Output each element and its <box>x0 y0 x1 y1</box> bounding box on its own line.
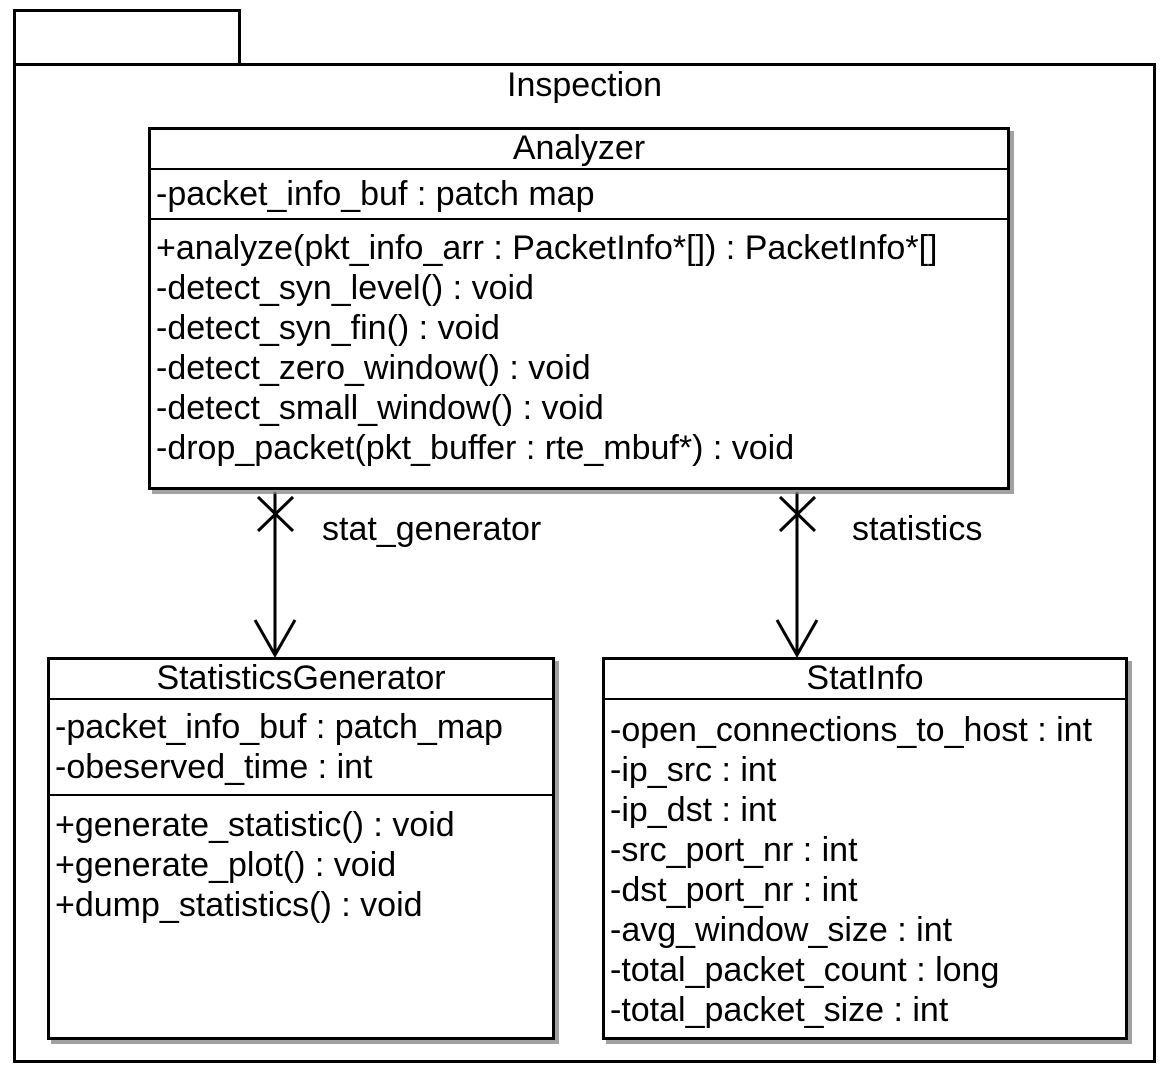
attribute-row: -open_connections_to_host : int <box>610 711 1093 749</box>
attribute-row: -src_port_nr : int <box>610 831 858 869</box>
method-row: +analyze(pkt_info_arr : PacketInfo*[]) :… <box>156 229 938 267</box>
attribute-row: -dst_port_nr : int <box>610 871 858 909</box>
class-analyzer-attributes: -packet_info_buf : patch map <box>151 170 1007 220</box>
arrowhead-icon <box>253 619 297 659</box>
attribute-row: -ip_dst : int <box>610 791 777 829</box>
method-row: -drop_packet(pkt_buffer : rte_mbuf*) : v… <box>156 429 795 467</box>
class-analyzer-name: Analyzer <box>151 130 1007 170</box>
class-statistics-generator-methods: +generate_statistic() : void +generate_p… <box>50 796 552 1037</box>
method-row: +generate_statistic() : void <box>55 806 455 844</box>
association-label-statistics: statistics <box>852 510 983 548</box>
method-row: +dump_statistics() : void <box>55 886 423 924</box>
method-row: -detect_syn_fin() : void <box>156 309 500 347</box>
x-marker-icon <box>778 495 817 533</box>
class-stat-info-name: StatInfo <box>605 660 1125 700</box>
class-statistics-generator-attributes: -packet_info_buf : patch_map -obeserved_… <box>50 700 552 796</box>
method-row: -detect_small_window() : void <box>156 389 604 427</box>
method-row: -detect_zero_window() : void <box>156 349 591 387</box>
class-stat-info-attributes: -open_connections_to_host : int -ip_src … <box>605 700 1125 1037</box>
class-stat-info: StatInfo -open_connections_to_host : int… <box>602 657 1128 1040</box>
attribute-row: -obeserved_time : int <box>55 748 373 786</box>
connector-statistics <box>775 492 819 659</box>
class-analyzer: Analyzer -packet_info_buf : patch map +a… <box>148 127 1010 490</box>
method-row: -detect_syn_level() : void <box>156 269 534 307</box>
package-title: Inspection <box>507 66 662 104</box>
x-marker-icon <box>256 495 295 533</box>
association-label-stat-generator: stat_generator <box>322 510 542 548</box>
attribute-row: -packet_info_buf : patch_map <box>55 708 503 746</box>
class-statistics-generator: StatisticsGenerator -packet_info_buf : p… <box>47 657 555 1040</box>
attribute-row: -total_packet_size : int <box>610 991 949 1029</box>
arrowhead-icon <box>775 619 819 659</box>
method-row: +generate_plot() : void <box>55 846 397 884</box>
attribute-row: -avg_window_size : int <box>610 911 953 949</box>
attribute-row: -packet_info_buf : patch map <box>156 175 595 213</box>
class-analyzer-methods: +analyze(pkt_info_arr : PacketInfo*[]) :… <box>151 220 1007 487</box>
attribute-row: -ip_src : int <box>610 751 777 789</box>
class-statistics-generator-name: StatisticsGenerator <box>50 660 552 700</box>
connector-stat-generator <box>253 492 297 659</box>
attribute-row: -total_packet_count : long <box>610 951 1000 989</box>
